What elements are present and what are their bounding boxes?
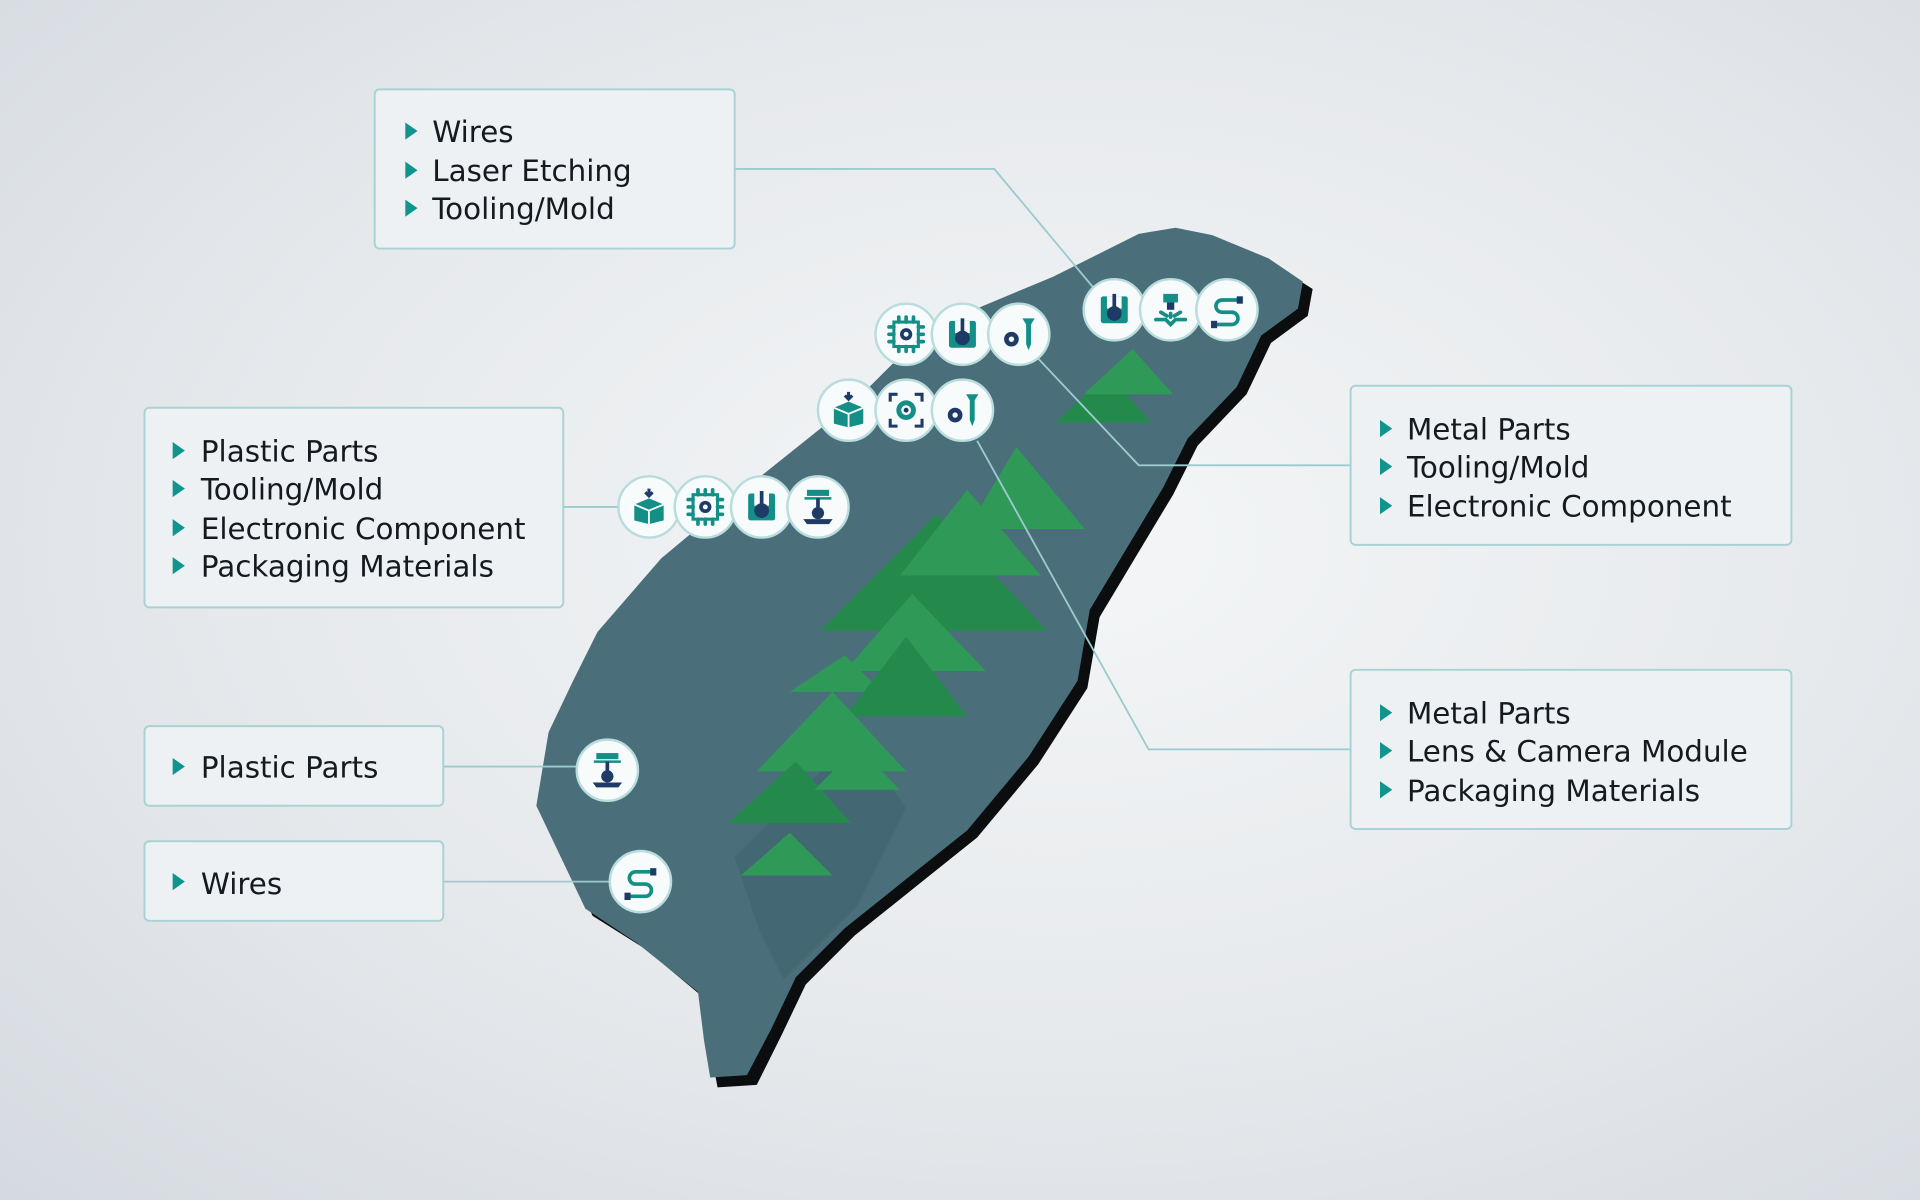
laser-etching-icon[interactable] <box>1138 277 1203 342</box>
callout-item: Laser Etching <box>432 154 631 188</box>
tooling-mold-icon[interactable] <box>729 475 794 539</box>
icon-group-central <box>816 378 995 443</box>
icon-group-north-central <box>874 302 1051 367</box>
callout-item: Electronic Component <box>1407 490 1732 524</box>
callout-item: Wires <box>432 115 513 149</box>
callout-item: Tooling/Mold <box>431 192 615 226</box>
callout-item: Packaging Materials <box>201 550 494 584</box>
callout-north-top: Wires Laser Etching Tooling/Mold <box>373 88 736 250</box>
metal-parts-icon[interactable] <box>986 302 1051 367</box>
callout-east-upper: Metal Parts Tooling/Mold Electronic Comp… <box>1349 384 1793 546</box>
electronic-component-icon[interactable] <box>874 302 938 367</box>
callout-southwest-1: Plastic Parts <box>143 725 445 807</box>
packaging-materials-icon[interactable] <box>617 475 681 539</box>
tooling-mold-icon[interactable] <box>1082 277 1147 342</box>
callout-item: Tooling/Mold <box>1406 451 1590 485</box>
callout-item: Metal Parts <box>1407 697 1571 731</box>
plastic-parts-icon[interactable] <box>575 738 640 803</box>
callout-southwest-2: Wires <box>143 840 445 922</box>
electronic-component-icon[interactable] <box>673 475 738 539</box>
callout-item: Electronic Component <box>201 512 526 546</box>
callout-east-lower: Metal Parts Lens & Camera Module Packagi… <box>1349 668 1793 830</box>
tooling-mold-icon[interactable] <box>930 302 995 367</box>
callout-item: Metal Parts <box>1407 413 1571 447</box>
callout-item: Wires <box>201 867 282 901</box>
callout-item: Tooling/Mold <box>200 473 384 507</box>
mountain-range <box>728 348 1174 876</box>
callout-item: Plastic Parts <box>201 435 379 469</box>
plastic-parts-icon[interactable] <box>786 475 850 539</box>
callout-item: Packaging Materials <box>1407 774 1700 808</box>
icon-group-west <box>617 475 850 539</box>
metal-parts-icon[interactable] <box>930 378 995 443</box>
callout-item: Lens & Camera Module <box>1407 735 1748 769</box>
callout-west-upper: Plastic Parts Tooling/Mold Electronic Co… <box>143 406 565 609</box>
wires-icon[interactable] <box>608 849 673 914</box>
packaging-materials-icon[interactable] <box>816 378 881 443</box>
icon-group-north <box>1082 277 1259 342</box>
callout-item: Plastic Parts <box>201 751 379 785</box>
connector-lines <box>443 168 1351 883</box>
lens-camera-icon[interactable] <box>874 378 938 443</box>
wires-icon[interactable] <box>1195 277 1259 342</box>
